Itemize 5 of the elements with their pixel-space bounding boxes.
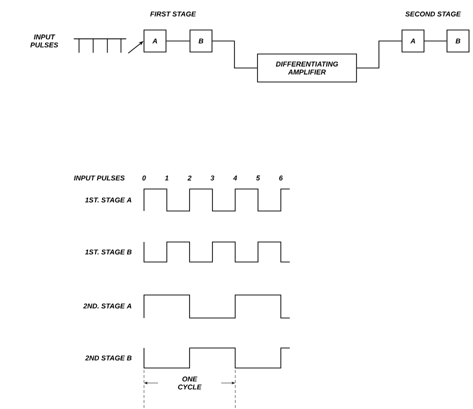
connector-line (212, 40, 258, 68)
connector-line (356, 40, 402, 68)
pulse-train-drawing (73, 38, 127, 54)
connector-line (424, 40, 447, 42)
connector-line (166, 40, 190, 42)
